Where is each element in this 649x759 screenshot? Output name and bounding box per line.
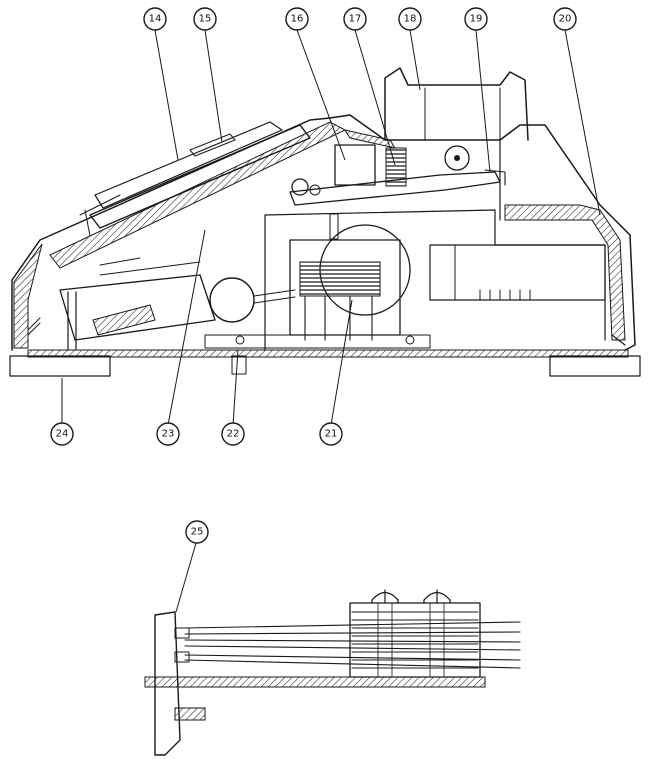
base-plate xyxy=(27,349,629,358)
svg-text:18: 18 xyxy=(404,14,417,25)
switch-spring xyxy=(385,147,407,187)
callout-19: 19 xyxy=(464,7,488,31)
right-foot xyxy=(549,355,641,377)
network-block xyxy=(429,244,606,301)
callout-14: 14 xyxy=(143,7,167,31)
callout-18: 18 xyxy=(398,7,422,31)
svg-text:16: 16 xyxy=(291,14,304,25)
spring-pileup xyxy=(349,602,481,678)
callout-21: 21 xyxy=(319,422,343,446)
callout-23: 23 xyxy=(156,422,180,446)
contact-spring xyxy=(184,621,521,635)
end-bracket xyxy=(154,611,181,756)
housing-wall-right xyxy=(504,204,626,341)
leader-lines-upper xyxy=(61,29,601,426)
telephone-body-section xyxy=(9,67,641,377)
callout-22: 22 xyxy=(221,422,245,446)
housing-outer-right xyxy=(499,124,636,351)
left-foot xyxy=(9,355,111,377)
mechanism-detail xyxy=(92,304,156,336)
callout-20: 20 xyxy=(553,7,577,31)
support-rod xyxy=(67,291,77,351)
callout-15: 15 xyxy=(193,7,217,31)
svg-text:24: 24 xyxy=(56,429,69,440)
lever-pivot xyxy=(444,145,470,171)
handset-cradle xyxy=(384,67,529,141)
svg-text:19: 19 xyxy=(470,14,483,25)
switch-block xyxy=(334,144,376,186)
hookswitch-lever xyxy=(289,171,501,206)
dial-card-holder xyxy=(89,124,311,229)
svg-text:15: 15 xyxy=(199,14,212,25)
housing-outer-left xyxy=(11,114,501,351)
callout-25: 25 xyxy=(185,520,209,544)
svg-text:14: 14 xyxy=(149,14,162,25)
svg-text:17: 17 xyxy=(349,14,362,25)
callout-16: 16 xyxy=(285,7,309,31)
callout-24: 24 xyxy=(50,422,74,446)
mounting-strip xyxy=(144,676,486,688)
callout-17: 17 xyxy=(343,7,367,31)
number-card xyxy=(189,133,236,157)
svg-text:20: 20 xyxy=(559,14,572,25)
svg-text:23: 23 xyxy=(162,429,175,440)
bell-clapper xyxy=(209,277,255,323)
dial-mechanism xyxy=(59,274,216,341)
ringer-coil xyxy=(299,261,381,297)
screw-post xyxy=(231,355,247,375)
housing-wall-left xyxy=(13,243,43,349)
svg-text:22: 22 xyxy=(227,429,240,440)
svg-text:21: 21 xyxy=(325,429,338,440)
svg-text:25: 25 xyxy=(191,527,204,538)
bottom-bracket xyxy=(204,334,431,349)
switch-spring-assembly xyxy=(144,589,521,756)
